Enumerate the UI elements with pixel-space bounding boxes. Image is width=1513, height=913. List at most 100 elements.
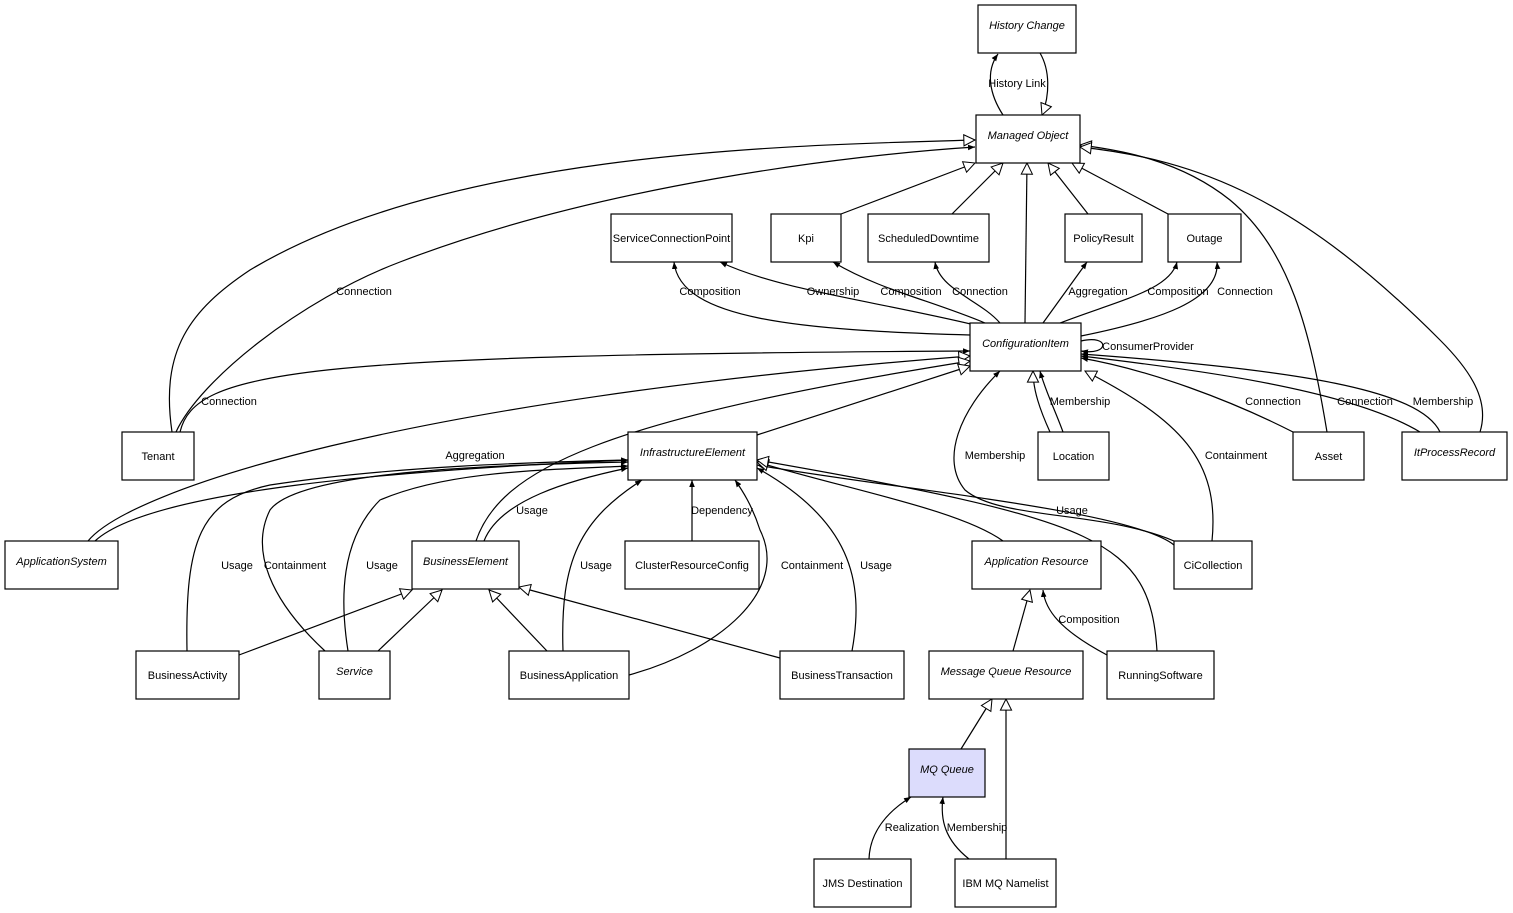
generalization-edge-business-application-to-business-element <box>489 590 548 652</box>
association-edge-ci-collection-to-infrastructure-element <box>756 463 1175 546</box>
class-box <box>867 213 990 263</box>
class-box <box>908 748 986 798</box>
association-edge-business-application-to-infrastructure-element <box>562 479 643 652</box>
class-name: IBM MQ Namelist <box>962 878 1048 890</box>
association-edge-configuration-item-to-kpi <box>832 261 986 324</box>
generalization-edge-location-to-configuration-item <box>1033 371 1051 433</box>
edge-label-aggregation: Aggregation <box>445 450 504 462</box>
association-edge-configuration-item-to-service-connection-point <box>671 261 971 336</box>
class-box <box>610 213 733 263</box>
class-name: RunningSoftware <box>1118 670 1202 682</box>
generalization-edge-kpi-to-managed-object <box>840 163 975 215</box>
class-node-kpi[interactable]: Kpi <box>770 213 842 263</box>
class-box <box>779 650 905 700</box>
class-node-configuration-item[interactable]: ConfigurationItem <box>969 322 1082 372</box>
class-node-business-transaction[interactable]: BusinessTransaction <box>779 650 905 700</box>
class-box <box>1106 650 1215 700</box>
association-edge-tenant-to-managed-object <box>175 144 976 433</box>
class-name: Kpi <box>798 233 814 245</box>
association-edge-business-activity-to-infrastructure-element <box>186 457 629 652</box>
class-node-it-process-record[interactable]: ItProcessRecord <box>1401 431 1508 481</box>
class-node-outage[interactable]: Outage <box>1167 213 1242 263</box>
association-edge-service-to-infrastructure-element <box>343 463 629 652</box>
class-node-service[interactable]: Service <box>318 650 391 700</box>
class-box <box>975 114 1081 164</box>
class-box <box>770 213 842 263</box>
generalization-edge-mq-queue-to-message-queue-resource <box>960 699 992 750</box>
generalization-edge-asset-to-managed-object <box>1080 145 1328 433</box>
edge-label-composition: Composition <box>1058 614 1119 626</box>
class-name: Asset <box>1315 451 1343 463</box>
class-node-application-resource[interactable]: Application Resource <box>971 540 1102 590</box>
generalization-edge-service-to-business-element <box>377 590 442 652</box>
class-box <box>508 650 630 700</box>
class-node-tenant[interactable]: Tenant <box>121 431 195 481</box>
class-name: BusinessTransaction <box>791 670 893 682</box>
class-node-cluster-resource-config[interactable]: ClusterResourceConfig <box>624 540 760 590</box>
class-node-infrastructure-element[interactable]: InfrastructureElement <box>627 431 758 481</box>
edge-label-connection: Connection <box>952 286 1008 298</box>
class-node-ibm-mq-namelist[interactable]: IBM MQ Namelist <box>954 858 1057 908</box>
edge-label-usage: Usage <box>580 560 612 572</box>
class-node-mq-queue[interactable]: MQ Queue <box>908 748 986 798</box>
edge-label-usage: Usage <box>366 560 398 572</box>
edge-label-composition: Composition <box>679 286 740 298</box>
generalization-edge-business-element-to-configuration-item <box>475 361 970 542</box>
class-name: BusinessApplication <box>520 670 618 682</box>
class-node-message-queue-resource[interactable]: Message Queue Resource <box>928 650 1084 700</box>
class-node-location[interactable]: Location <box>1037 431 1110 481</box>
class-node-business-element[interactable]: BusinessElement <box>411 540 520 590</box>
class-node-business-activity[interactable]: BusinessActivity <box>135 650 240 700</box>
class-name: BusinessElement <box>423 556 509 568</box>
class-node-running-software[interactable]: RunningSoftware <box>1106 650 1215 700</box>
class-node-managed-object[interactable]: Managed Object <box>975 114 1081 164</box>
generalization-edge-history-change-to-managed-object <box>1039 52 1048 115</box>
class-name: Message Queue Resource <box>941 666 1072 678</box>
edge-label-usage: Usage <box>1056 505 1088 517</box>
class-name: Managed Object <box>988 130 1070 142</box>
association-edge-managed-object-to-history-change <box>989 53 1004 116</box>
class-node-jms-destination[interactable]: JMS Destination <box>813 858 912 908</box>
class-box <box>971 540 1102 590</box>
generalization-edge-running-software-to-infrastructure-element <box>757 460 1158 652</box>
edge-label-realization: Realization <box>885 822 939 834</box>
association-edge-it-process-record-to-configuration-item <box>1080 351 1441 433</box>
generalization-edge-tenant-to-managed-object <box>168 140 975 433</box>
class-box <box>318 650 391 700</box>
class-node-application-system[interactable]: ApplicationSystem <box>4 540 119 590</box>
edge-label-dependency: Dependency <box>691 505 753 517</box>
class-name: ServiceConnectionPoint <box>613 233 730 245</box>
class-node-service-connection-point[interactable]: ServiceConnectionPoint <box>610 213 733 263</box>
class-name: JMS Destination <box>822 878 902 890</box>
class-box <box>813 858 912 908</box>
class-node-asset[interactable]: Asset <box>1292 431 1365 481</box>
association-edge-configuration-item-to-policy-result <box>1042 261 1088 324</box>
generalization-edge-application-resource-to-infrastructure-element <box>757 462 1004 542</box>
generalization-edge-it-process-record-to-managed-object <box>1080 147 1484 433</box>
class-node-ci-collection[interactable]: CiCollection <box>1173 540 1253 590</box>
association-edge-tenant-to-configuration-item <box>179 348 971 433</box>
association-edge-asset-to-configuration-item <box>1080 356 1294 433</box>
edge-label-connection: Connection <box>201 396 257 408</box>
association-edge-ci-collection-to-configuration-item <box>953 370 1175 542</box>
edge-label-composition: Composition <box>880 286 941 298</box>
association-edge-configuration-item-to-scheduled-downtime <box>933 261 1001 324</box>
class-node-policy-result[interactable]: PolicyResult <box>1064 213 1143 263</box>
edge-label-connection: Connection <box>1245 396 1301 408</box>
edge-label-membership: Membership <box>947 822 1008 834</box>
edge-label-membership: Membership <box>1413 396 1474 408</box>
class-node-scheduled-downtime[interactable]: ScheduledDowntime <box>867 213 990 263</box>
class-node-business-application[interactable]: BusinessApplication <box>508 650 630 700</box>
edge-label-usage: Usage <box>221 560 253 572</box>
class-box <box>627 431 758 481</box>
edge-labels-layer: History LinkConnectionConnectionComposit… <box>201 78 1473 834</box>
class-name: PolicyResult <box>1073 233 1134 245</box>
edge-label-history-link: History Link <box>988 78 1046 90</box>
class-box <box>928 650 1084 700</box>
generalization-edge-configuration-item-to-managed-object <box>1025 163 1027 324</box>
edge-label-containment: Containment <box>1205 450 1267 462</box>
class-box <box>1037 431 1110 481</box>
class-name: Service <box>336 666 373 678</box>
class-node-history-change[interactable]: History Change <box>977 4 1077 54</box>
